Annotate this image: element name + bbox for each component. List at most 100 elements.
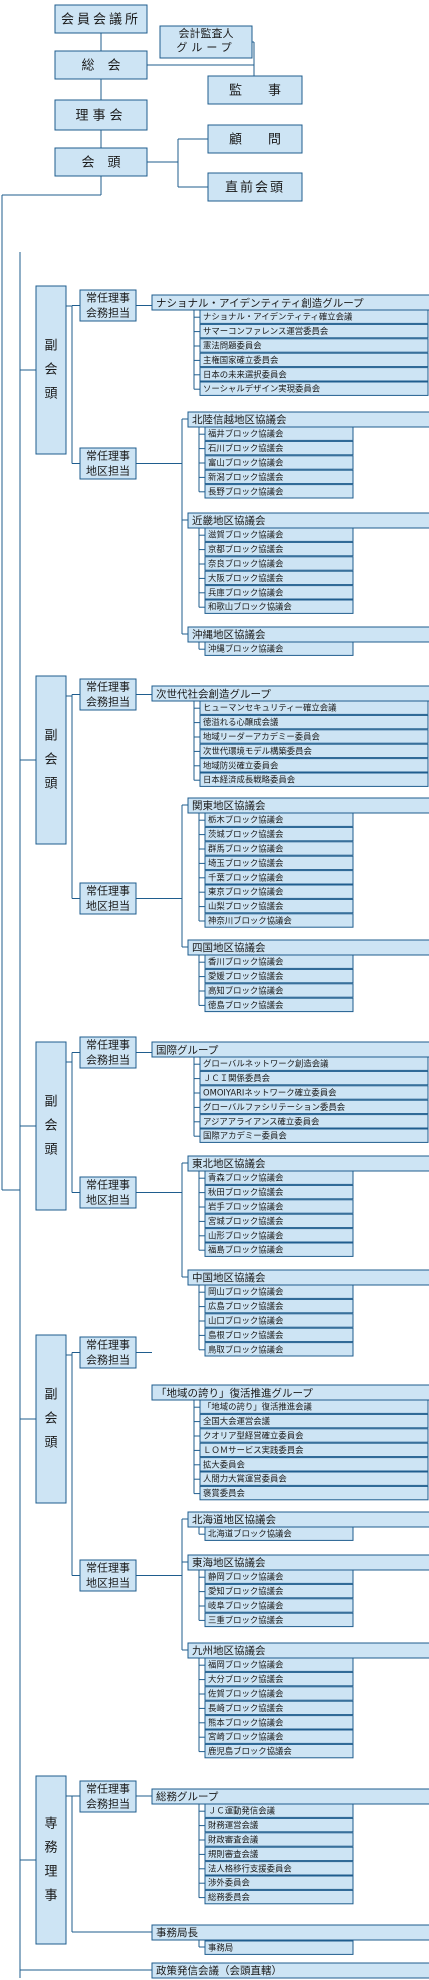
group-item-2-5 [199, 1128, 429, 1143]
kaitou-box-label: 会 頭 [81, 156, 120, 171]
region-item-3-2-6 [204, 1743, 354, 1759]
region-item-1-0-7 [204, 913, 354, 928]
chiku-box-2-line2: 地区担当 [86, 1193, 130, 1207]
vp-box-0-char: 会 [44, 363, 57, 378]
region-item-1-0-5 [204, 884, 354, 899]
somu-item-1 [204, 1817, 354, 1833]
group-item-3-2 [199, 1428, 429, 1443]
gyomu-box-3-line2: 会務担当 [86, 1353, 130, 1367]
region-item-label-2-1-2: 山口ブロック協議会 [208, 1316, 284, 1326]
group-item-0-2 [199, 338, 429, 353]
komon-box [207, 124, 303, 154]
region-item-label-0-0-4: 長野ブロック協議会 [208, 486, 284, 496]
chiku-box-0-line2: 地区担当 [86, 464, 130, 478]
kaikei-label-2: グループ [176, 40, 235, 54]
region-item-label-2-0-3: 宮城ブロック協議会 [208, 1216, 284, 1226]
region-item-label-3-2-0: 福岡ブロック協議会 [208, 1660, 284, 1670]
region-item-label-0-2-0: 沖縄ブロック協議会 [208, 644, 284, 654]
somu-item-label-5: 渉外委員会 [208, 1878, 250, 1888]
region-item-1-0-3 [204, 855, 354, 871]
region-item-label-2-1-4: 鳥取ブロック協議会 [208, 1344, 284, 1354]
group-item-label-3-1: 全国大会運営会議 [203, 1416, 271, 1426]
gyomu-box-2-line2: 会務担当 [86, 1053, 130, 1067]
senmu-box-char: 理 [44, 1865, 57, 1880]
region-item-0-0-0 [204, 426, 354, 441]
region-item-2-1-2 [204, 1313, 354, 1328]
region-item-label-3-1-1: 愛知ブロック協議会 [208, 1586, 284, 1596]
chiku-box-0 [79, 447, 137, 480]
region-item-label-0-1-1: 京都ブロック協議会 [208, 544, 284, 554]
soukai-box-label: 総 会 [81, 59, 120, 74]
group-item-1-0 [199, 700, 429, 715]
region-item-3-0-0 [204, 1526, 354, 1541]
region-item-label-0-1-0: 滋賀ブロック協議会 [208, 530, 284, 540]
region-item-label-3-1-2: 岐阜ブロック協議会 [208, 1601, 284, 1611]
gyomu-box-2 [79, 1036, 137, 1069]
chiku-box-3 [79, 1559, 137, 1592]
group-item-label-3-3: ＬＯＭサービス実践委員会 [203, 1445, 304, 1455]
region-label-0-1: 近畿地区協議会 [192, 514, 266, 527]
senmu-box-char: 事 [44, 1889, 57, 1904]
rijikai-box [54, 99, 148, 131]
jimukyoku-label: 事務局 [208, 1943, 233, 1953]
group-item-0-0 [199, 309, 429, 324]
chiku-box-1-line2: 地区担当 [86, 899, 130, 913]
region-item-label-1-0-6: 山梨ブロック協議会 [208, 901, 284, 911]
group-item-label-0-0: ナショナル・アイデンティティ確立会議 [203, 312, 353, 322]
region-item-label-0-0-2: 富山ブロック協議会 [208, 458, 284, 468]
region-item-0-2-0 [204, 641, 354, 656]
region-item-3-2-4 [204, 1715, 354, 1730]
group-item-2-1 [199, 1070, 429, 1086]
region-item-2-0-2 [204, 1199, 354, 1214]
chiku-box-2 [79, 1176, 137, 1209]
somu-item-label-3: 規則審査会議 [208, 1849, 259, 1859]
vp-box-3-char: 副 [44, 1388, 57, 1403]
jimukyokucho-label: 事務局長 [156, 1926, 198, 1939]
vp-box-1-char: 頭 [44, 777, 57, 792]
region-item-2-1-1 [204, 1298, 354, 1314]
group-label-3: 「地域の誇り」復活推進グループ [156, 1387, 313, 1400]
group-item-label-1-2: 地域リーダーアカデミー委員会 [203, 732, 321, 742]
gyomu-box-3 [79, 1336, 137, 1369]
jimukyokucho-box [151, 1924, 429, 1941]
kaikei-box [159, 25, 253, 59]
region-label-3-1: 東海地区協議会 [192, 1556, 266, 1569]
region-item-1-0-4 [204, 870, 354, 885]
region-item-1-0-6 [204, 898, 354, 914]
group-item-0-1 [199, 323, 429, 339]
senmu-box-char: 務 [44, 1841, 57, 1856]
region-item-2-0-1 [204, 1184, 354, 1200]
region-item-label-1-0-1: 茨城ブロック協議会 [208, 829, 284, 839]
group-label-0: ナショナル・アイデンティティ創造グループ [156, 297, 364, 310]
region-item-label-2-0-5: 福島ブロック協議会 [208, 1245, 284, 1255]
region-item-1-0-0 [204, 812, 354, 827]
chiku-box-0-line1: 常任理事 [86, 450, 130, 463]
vp-box-0-char: 副 [44, 339, 57, 354]
region-label-3-2: 九州地区協議会 [192, 1644, 266, 1657]
group-item-0-5 [199, 381, 429, 396]
group-item-label-3-5: 人間力大賞運営委員会 [203, 1474, 287, 1484]
group-item-1-1 [199, 714, 429, 730]
vp-box-2 [35, 1041, 67, 1211]
region-item-label-2-0-2: 岩手ブロック協議会 [208, 1202, 284, 1212]
group-item-label-1-5: 日本経済成長戦略委員会 [203, 775, 296, 785]
region-item-label-0-1-3: 大阪ブロック協議会 [208, 573, 284, 583]
gyomu-box-senmu [79, 1780, 137, 1813]
region-label-1-0: 関東地区協議会 [192, 799, 266, 812]
region-item-label-3-1-0: 静岡ブロック協議会 [208, 1572, 284, 1582]
group-item-label-1-3: 次世代環境モデル構築委員会 [203, 746, 312, 756]
vp-box-3-char: 会 [44, 1412, 57, 1427]
group-item-3-3 [199, 1442, 429, 1458]
region-item-label-3-2-5: 宮崎ブロック協議会 [208, 1732, 284, 1742]
region-item-0-1-1 [204, 541, 354, 557]
region-item-1-1-3 [204, 997, 354, 1013]
group-item-label-2-5: 国際アカデミー委員会 [203, 1131, 287, 1141]
vp-box-3-char: 頭 [44, 1436, 57, 1451]
group-item-label-3-2: クオリア型経営確立委員会 [203, 1431, 304, 1441]
region-item-label-1-0-4: 千葉ブロック協議会 [208, 872, 284, 882]
region-item-3-1-3 [204, 1612, 354, 1628]
somu-item-label-1: 財務運営会議 [208, 1820, 259, 1830]
region-item-3-1-1 [204, 1583, 354, 1599]
group-item-label-3-4: 拡大委員会 [203, 1459, 245, 1469]
